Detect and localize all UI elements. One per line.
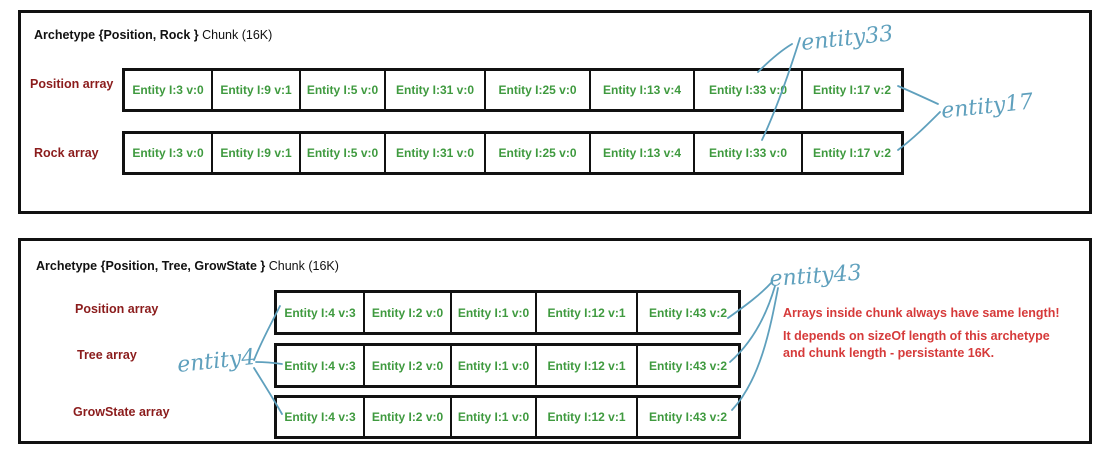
entity-cell: Entity I:3 v:0 bbox=[125, 134, 213, 172]
chunk1-row0-label: Position array bbox=[30, 77, 114, 91]
entity-cell: Entity I:12 v:1 bbox=[537, 398, 638, 436]
entity-cell: Entity I:4 v:3 bbox=[277, 346, 365, 385]
entity-cell: Entity I:12 v:1 bbox=[537, 293, 638, 332]
chunk1-rock-array: Entity I:3 v:0 Entity I:9 v:1 Entity I:5… bbox=[122, 131, 904, 175]
chunk2-position-array: Entity I:4 v:3 Entity I:2 v:0 Entity I:1… bbox=[274, 290, 741, 335]
entity-cell: Entity I:33 v:0 bbox=[695, 134, 803, 172]
chunk2-row1-label: Tree array bbox=[77, 348, 137, 362]
chunk2-size-label: Chunk (16K) bbox=[268, 259, 339, 273]
entity-cell: Entity I:1 v:0 bbox=[452, 346, 537, 385]
entity-cell: Entity I:2 v:0 bbox=[365, 346, 452, 385]
entity-cell: Entity I:43 v:2 bbox=[648, 410, 728, 424]
chunk1-size-label: Chunk (16K) bbox=[202, 28, 273, 42]
entity-cell: Entity I:25 v:0 bbox=[486, 134, 591, 172]
entity-cell: Entity I:31 v:0 bbox=[386, 134, 486, 172]
chunk1-row1-label: Rock array bbox=[34, 146, 99, 160]
entity-cell: Entity I:17 v:2 bbox=[812, 146, 892, 160]
entity-cell: Entity I:33 v:0 bbox=[695, 71, 803, 109]
entity-cell: Entity I:13 v:4 bbox=[591, 71, 695, 109]
chunk2-growstate-array: Entity I:4 v:3 Entity I:2 v:0 Entity I:1… bbox=[274, 395, 741, 439]
entity-cell: Entity I:3 v:0 bbox=[125, 71, 213, 109]
entity-cell: Entity I:1 v:0 bbox=[452, 293, 537, 332]
chunk2-tree-array: Entity I:4 v:3 Entity I:2 v:0 Entity I:1… bbox=[274, 343, 741, 388]
chunk-length-note: Arrays inside chunk always have same len… bbox=[783, 305, 1073, 362]
entity-cell: Entity I:5 v:0 bbox=[301, 134, 386, 172]
entity-cell: Entity I:31 v:0 bbox=[386, 71, 486, 109]
entity-cell: Entity I:1 v:0 bbox=[452, 398, 537, 436]
entity-cell: Entity I:12 v:1 bbox=[537, 346, 638, 385]
entity-cell: Entity I:17 v:2 bbox=[812, 83, 892, 97]
chunk2-row2-label: GrowState array bbox=[73, 405, 170, 419]
chunk1-archetype-label: Archetype {Position, Rock } bbox=[34, 28, 199, 42]
entity-cell: Entity I:43 v:2 bbox=[648, 358, 728, 373]
entity-cell: Entity I:25 v:0 bbox=[486, 71, 591, 109]
entity-cell: Entity I:2 v:0 bbox=[365, 398, 452, 436]
note-line-2: It depends on sizeOf length of this arch… bbox=[783, 329, 1050, 360]
chunk1-position-array: Entity I:3 v:0 Entity I:9 v:1 Entity I:5… bbox=[122, 68, 904, 112]
entity-cell: Entity I:43 v:2 bbox=[648, 305, 728, 320]
chunk2-archetype-label: Archetype {Position, Tree, GrowState } bbox=[36, 259, 266, 273]
entity-cell: Entity I:13 v:4 bbox=[591, 134, 695, 172]
entity-cell: Entity I:4 v:3 bbox=[277, 293, 365, 332]
entity-cell: Entity I:9 v:1 bbox=[213, 71, 301, 109]
chunk1-title: Archetype {Position, Rock } Chunk (16K) bbox=[34, 28, 272, 42]
chunk2-row0-label: Position array bbox=[75, 302, 159, 316]
entity-cell: Entity I:9 v:1 bbox=[213, 134, 301, 172]
entity-cell: Entity I:4 v:3 bbox=[277, 398, 365, 436]
entity-cell: Entity I:2 v:0 bbox=[365, 293, 452, 332]
chunk2-title: Archetype {Position, Tree, GrowState } C… bbox=[36, 259, 339, 273]
entity-cell: Entity I:5 v:0 bbox=[301, 71, 386, 109]
note-line-1: Arrays inside chunk always have same len… bbox=[783, 306, 1060, 320]
